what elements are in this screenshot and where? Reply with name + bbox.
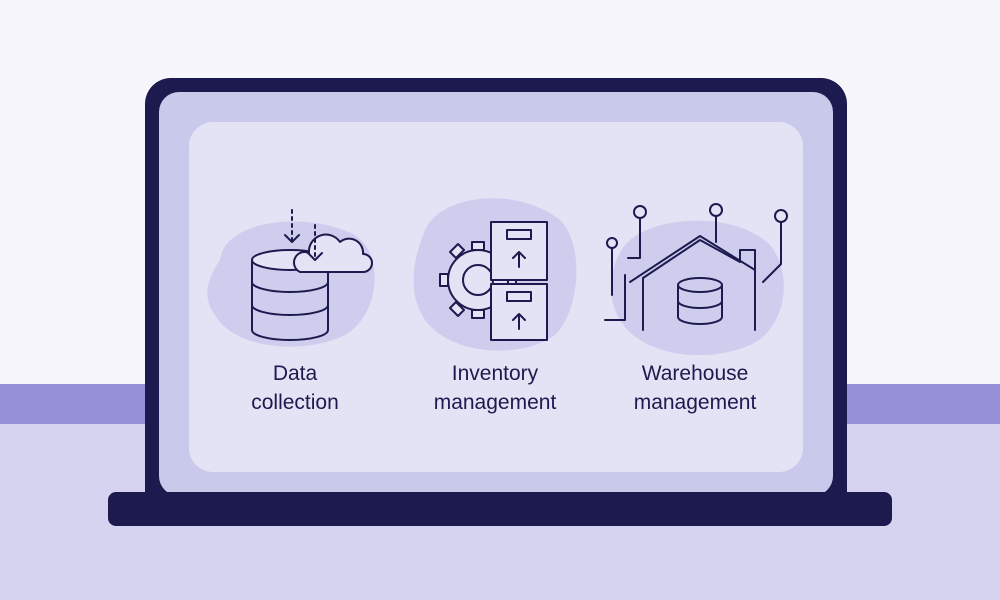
feature-data-collection: Data collection bbox=[195, 205, 395, 417]
laptop-base bbox=[108, 492, 892, 526]
feature-warehouse-management: Warehouse management bbox=[595, 200, 795, 417]
database-cloud-icon bbox=[207, 209, 375, 347]
smart-warehouse-icon bbox=[604, 203, 788, 355]
gear-boxes-icon bbox=[413, 198, 577, 351]
feature-inventory-management: Inventory management bbox=[395, 190, 595, 417]
feature-label: Warehouse management bbox=[633, 362, 757, 414]
feature-label: Inventory management bbox=[433, 362, 557, 414]
feature-label: Data collection bbox=[251, 362, 339, 414]
